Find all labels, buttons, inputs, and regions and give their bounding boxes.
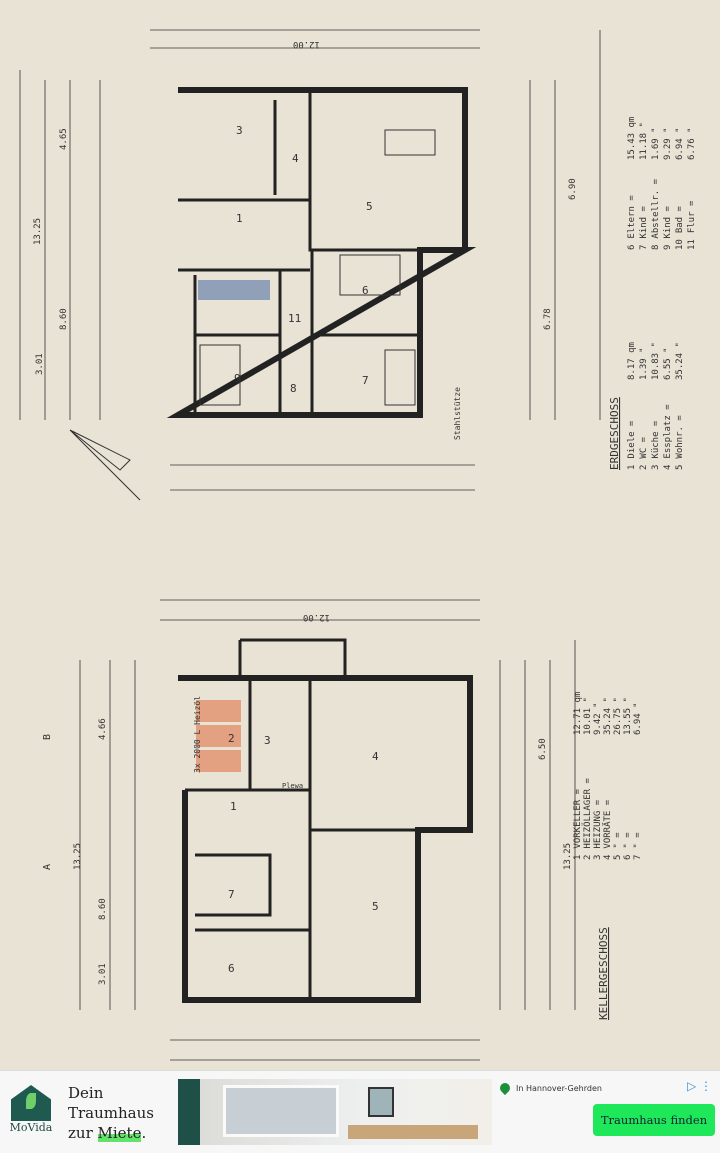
headline-line-2: Traumhaus [68,1104,154,1122]
legend-item: 7" = 6.94 " [633,702,643,860]
movida-logo[interactable]: MoVida [8,1085,54,1147]
tank-label: 3x 2000 L Heizöl [193,696,202,773]
svg-text:9: 9 [234,372,241,385]
dim-kg-depth-right: 13.25 [563,843,573,870]
legend-item: 9Kind = 9.29 " [663,127,673,250]
svg-text:1: 1 [236,212,243,225]
legend-item: 1Diele = 8.17 qm [627,342,637,470]
legend-item: 5Wohnr. = 35.24 " [675,342,685,470]
svg-text:5: 5 [366,200,373,213]
legend-item: 6Eltern = 15.43 qm [627,117,637,250]
dim-kg-2: 8.60 [98,898,108,920]
erdgeschoss-room-numbers: 3 1 5 4 6 7 9 11 8 [234,124,373,395]
legend-item: 2HEIZÖLLAGER = 10.01 " [582,697,593,860]
headline-end: . [141,1124,147,1142]
dim-width-kg: 12.00 [303,612,330,622]
plewa-label: Plewa [282,782,303,790]
dim-eg-3: 3.01 [35,353,45,375]
svg-text:6: 6 [362,284,369,297]
house-leaf-icon [11,1085,51,1121]
erdgeschoss-title: ERDGESCHOSS [608,397,621,470]
svg-text:11: 11 [288,312,301,325]
svg-text:5: 5 [372,900,379,913]
legend-item: 10Bad = 6.94 " [675,127,685,250]
ad-banner[interactable]: MoVida Dein Traumhaus zur Miete. In Hann… [0,1070,720,1153]
svg-text:8: 8 [290,382,297,395]
svg-text:3: 3 [236,124,243,137]
legend-item: 2WC = 1.39 " [639,347,649,470]
dim-kg-3: 3.01 [98,963,108,985]
legend-item: 4Essplatz = 6.55 " [663,347,673,470]
svg-text:6: 6 [228,962,235,975]
legend-item: 4VORRÄTE = 35.24 " [602,697,613,860]
svg-text:7: 7 [228,888,235,901]
erdgeschoss-furniture [198,129,436,406]
floor-plan: 3 1 5 4 6 7 9 11 8 1 2 3 4 5 6 7 Plewa 3x 2000 L Heiz… [19,29,697,1061]
dimension-lines [19,29,601,1061]
section-marker-b: B [42,734,53,740]
dim-eg-2: 8.60 [59,308,69,330]
section-marker-a: A [42,864,53,870]
svg-text:4: 4 [372,750,379,763]
adchoices-icon[interactable]: ▷ ⋮ [686,1079,712,1093]
legend-item: 6" = 13.55 " [623,697,633,860]
headline-highlight: Miete [97,1124,142,1142]
svg-text:1: 1 [230,800,237,813]
kellergeschoss-legend: KELLERGESCHOSS 1VORKELLER = 12.71 qm2HEI… [573,692,643,1020]
svg-text:2: 2 [228,732,235,745]
north-arrow [69,429,141,501]
legend-item: 7Kind = 11.18 " [639,122,649,250]
kellergeschoss-title: KELLERGESCHOSS [597,927,610,1020]
location-text: In Hannover-Gehrden [516,1083,602,1093]
dim-eg-1: 4.65 [59,128,69,150]
ad-headline[interactable]: Dein Traumhaus zur Miete. [68,1083,154,1143]
legend-item: 1VORKELLER = 12.71 qm [573,692,583,860]
legend-item: 3Küche = 10.83 " [651,342,661,470]
brand-name: MoVida [9,1121,53,1134]
dim-depth-kg: 13.25 [73,843,83,870]
legend-item: 5" = 26.75 " [613,697,623,860]
svg-text:3: 3 [264,734,271,747]
svg-text:4: 4 [292,152,299,165]
legend-item: 8Abstellr. = 1.69 " [651,127,661,250]
dim-eg-4: 6.78 [543,308,553,330]
svg-text:7: 7 [362,374,369,387]
legend-item: 11Flur = 6.76 " [687,127,697,250]
dim-width-eg: 12.00 [293,39,320,49]
ad-photo[interactable] [178,1079,492,1145]
headline-line-1: Dein [68,1084,104,1102]
dim-eg-5: 6.90 [568,178,578,200]
erdgeschoss-walls [166,87,477,418]
ad-location: In Hannover-Gehrden [497,1080,602,1096]
legend-item: 3HEIZUNG = 9.42 " [593,702,603,860]
oil-tanks [196,700,241,772]
kellergeschoss-room-numbers: 1 2 3 4 5 6 7 [228,732,379,975]
kellergeschoss-walls [178,638,473,1003]
stahlstuetze-label: Stahlstütze [453,387,462,440]
dim-kg-1: 4.66 [98,718,108,740]
dim-depth-eg: 13.25 [33,218,43,245]
location-pin-icon [497,1080,513,1096]
dim-kg-4: 6.50 [538,738,548,760]
traumhaus-finden-button[interactable]: Traumhaus finden [593,1104,715,1136]
headline-line-3: zur [68,1124,93,1142]
